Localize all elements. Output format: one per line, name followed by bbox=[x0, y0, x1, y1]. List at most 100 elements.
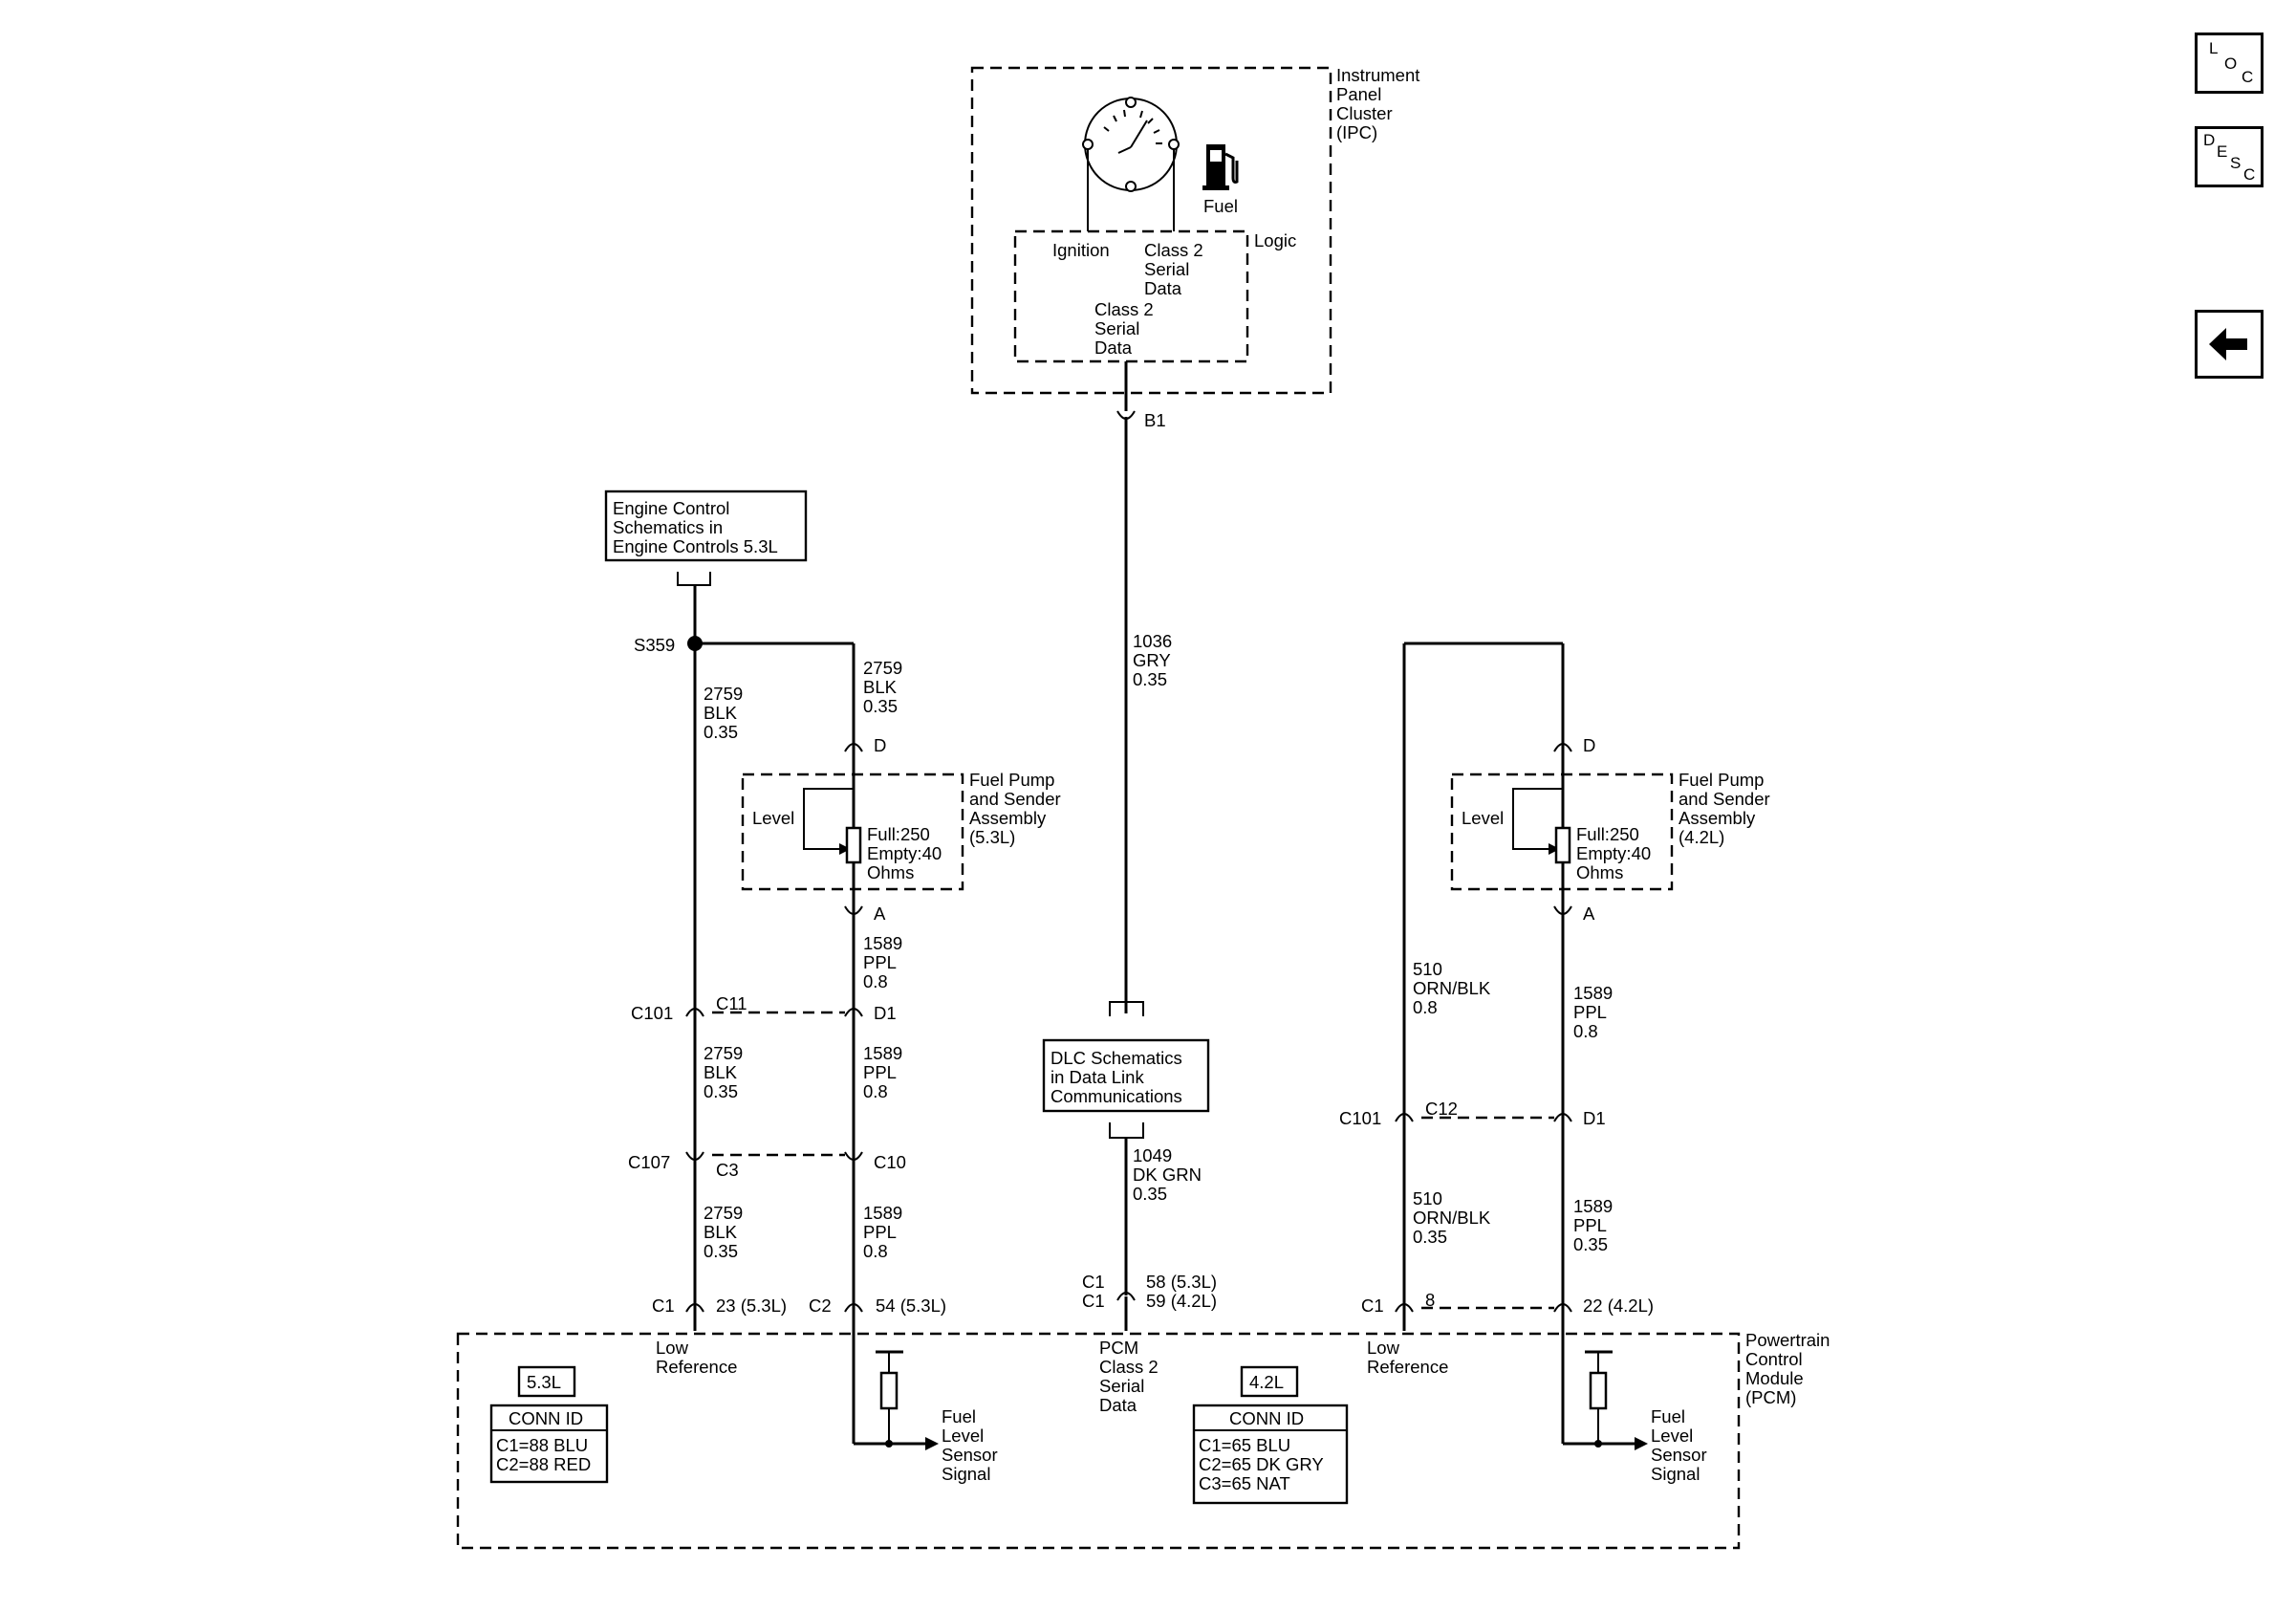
fuel-signal-left-2: Level bbox=[942, 1426, 984, 1446]
badge-53-box bbox=[517, 1365, 576, 1398]
w2759-b1: 2759 bbox=[863, 658, 902, 678]
w2759-d2: BLK bbox=[704, 1222, 738, 1242]
logic-label: Logic bbox=[1254, 230, 1296, 250]
pin-59: 59 (4.2L) bbox=[1146, 1291, 1217, 1311]
dlc-ref-3: Communications bbox=[1051, 1086, 1182, 1106]
left-pin-a: A bbox=[874, 903, 886, 924]
class2-center-2: Serial bbox=[1094, 318, 1139, 338]
c10-label: C10 bbox=[874, 1152, 906, 1172]
loc-button[interactable]: L O C bbox=[2195, 33, 2264, 94]
dlc-ref-1: DLC Schematics bbox=[1051, 1048, 1182, 1068]
pcm-outline bbox=[456, 1332, 1741, 1550]
right-sender-title-1: Fuel Pump bbox=[1679, 770, 1764, 790]
loc-letter-o: O bbox=[2224, 54, 2238, 73]
c101-left: C101 bbox=[631, 1003, 673, 1023]
right-pin-d: D bbox=[1583, 735, 1595, 755]
engine-reference-box[interactable] bbox=[604, 490, 808, 562]
w1589-r2-3: 0.35 bbox=[1573, 1234, 1608, 1254]
desc-letter-s: S bbox=[2230, 154, 2242, 172]
back-button[interactable] bbox=[2195, 310, 2264, 379]
w2759-c1: 2759 bbox=[704, 1043, 743, 1063]
fuel-signal-left-4: Signal bbox=[942, 1464, 990, 1484]
c12-label: C12 bbox=[1425, 1099, 1458, 1119]
conn-id-53-row2: C2=88 RED bbox=[496, 1454, 591, 1474]
w1589-r2-1: 1589 bbox=[1573, 1196, 1613, 1216]
desc-letter-c: C bbox=[2243, 165, 2256, 184]
pcm-title-3: Module bbox=[1745, 1368, 1804, 1388]
low-ref-left-1: Low bbox=[656, 1338, 689, 1358]
desc-letter-d: D bbox=[2203, 131, 2216, 149]
ipc-title-3: Cluster bbox=[1336, 103, 1393, 123]
w2759-c3: 0.35 bbox=[704, 1081, 738, 1101]
w510-b2: ORN/BLK bbox=[1413, 1208, 1491, 1228]
w2759-b2: BLK bbox=[863, 677, 898, 697]
pcm-class2-3: Serial bbox=[1099, 1376, 1144, 1396]
w1589-a2: PPL bbox=[863, 952, 897, 972]
ipc-outline bbox=[970, 66, 1332, 395]
pin-58: 58 (5.3L) bbox=[1146, 1272, 1217, 1292]
conn-id-53-box bbox=[489, 1404, 609, 1484]
fuel-label: Fuel bbox=[1203, 196, 1238, 216]
pcm-title-1: Powertrain bbox=[1745, 1330, 1830, 1350]
w1589-r1-1: 1589 bbox=[1573, 983, 1613, 1003]
pin-54: 54 (5.3L) bbox=[876, 1295, 946, 1316]
w510-a1: 510 bbox=[1413, 959, 1442, 979]
w1036-3: 0.35 bbox=[1133, 669, 1167, 689]
center-circuit: B1 1036 GRY 0.35 DLC Schematics in Data … bbox=[1042, 361, 1217, 1331]
fuel-signal-right-4: Signal bbox=[1651, 1464, 1700, 1484]
w2759-a2: BLK bbox=[704, 703, 738, 723]
w2759-a1: 2759 bbox=[704, 684, 743, 704]
desc-button[interactable]: D E S C bbox=[2195, 126, 2264, 187]
splice-label: S359 bbox=[634, 635, 675, 655]
ipc-title-4: (IPC) bbox=[1336, 122, 1377, 142]
left-circuit: Engine Control Schematics in Engine Cont… bbox=[604, 490, 1061, 1331]
pcm-block: Powertrain Control Module (PCM) Low Refe… bbox=[456, 1330, 1830, 1550]
dlc-reference-box[interactable] bbox=[1042, 1038, 1210, 1113]
right-spec-3: Ohms bbox=[1576, 862, 1623, 882]
right-sender-title-3: Assembly bbox=[1679, 808, 1756, 828]
w1589-r1-2: PPL bbox=[1573, 1002, 1607, 1022]
fuel-gauge-icon bbox=[1082, 97, 1180, 231]
pin-8: 8 bbox=[1425, 1290, 1435, 1310]
dlc-ref-2: in Data Link bbox=[1051, 1067, 1144, 1087]
w510-b1: 510 bbox=[1413, 1188, 1442, 1208]
c3-label: C3 bbox=[716, 1160, 739, 1180]
conn-id-42-row1: C1=65 BLU bbox=[1199, 1435, 1290, 1455]
w1589-a1: 1589 bbox=[863, 933, 902, 953]
ipc-title-1: Instrument bbox=[1336, 65, 1419, 85]
right-sensor-circuit bbox=[1561, 1331, 1648, 1450]
conn-id-42-head: CONN ID bbox=[1229, 1408, 1304, 1428]
logic-outline bbox=[1013, 229, 1249, 363]
engine-ref-1: Engine Control bbox=[613, 498, 729, 518]
pin-b1: B1 bbox=[1144, 410, 1166, 430]
w510-a2: ORN/BLK bbox=[1413, 978, 1491, 998]
fuel-signal-left-3: Sensor bbox=[942, 1445, 998, 1465]
c11-label: C11 bbox=[716, 993, 747, 1013]
pcm-class2-2: Class 2 bbox=[1099, 1357, 1159, 1377]
w1589-c2: PPL bbox=[863, 1222, 897, 1242]
conn-id-42-row2: C2=65 DK GRY bbox=[1199, 1454, 1324, 1474]
pcm-title-4: (PCM) bbox=[1745, 1387, 1796, 1407]
loc-letter-l: L bbox=[2209, 39, 2219, 57]
c1-left: C1 bbox=[652, 1295, 675, 1316]
low-ref-right-2: Reference bbox=[1367, 1357, 1448, 1377]
w1589-b3: 0.8 bbox=[863, 1081, 888, 1101]
w510-a3: 0.8 bbox=[1413, 997, 1438, 1017]
pin-23: 23 (5.3L) bbox=[716, 1295, 787, 1316]
engine-ref-3: Engine Controls 5.3L bbox=[613, 536, 778, 556]
c2-label: C2 bbox=[809, 1295, 832, 1316]
low-ref-left-2: Reference bbox=[656, 1357, 737, 1377]
c1-mid-a: C1 bbox=[1082, 1272, 1105, 1292]
left-sender-title-1: Fuel Pump bbox=[969, 770, 1054, 790]
c101-right: C101 bbox=[1339, 1108, 1381, 1128]
pcm-class2-4: Data bbox=[1099, 1395, 1137, 1415]
conn-id-42-box bbox=[1192, 1404, 1349, 1505]
ignition-label: Ignition bbox=[1052, 240, 1110, 260]
w510-b3: 0.35 bbox=[1413, 1227, 1447, 1247]
w1036-2: GRY bbox=[1133, 650, 1171, 670]
right-sender-title-4: (4.2L) bbox=[1679, 827, 1724, 847]
engine-ref-2: Schematics in bbox=[613, 517, 723, 537]
left-pin-d: D bbox=[874, 735, 886, 755]
fuel-signal-left-1: Fuel bbox=[942, 1406, 976, 1426]
